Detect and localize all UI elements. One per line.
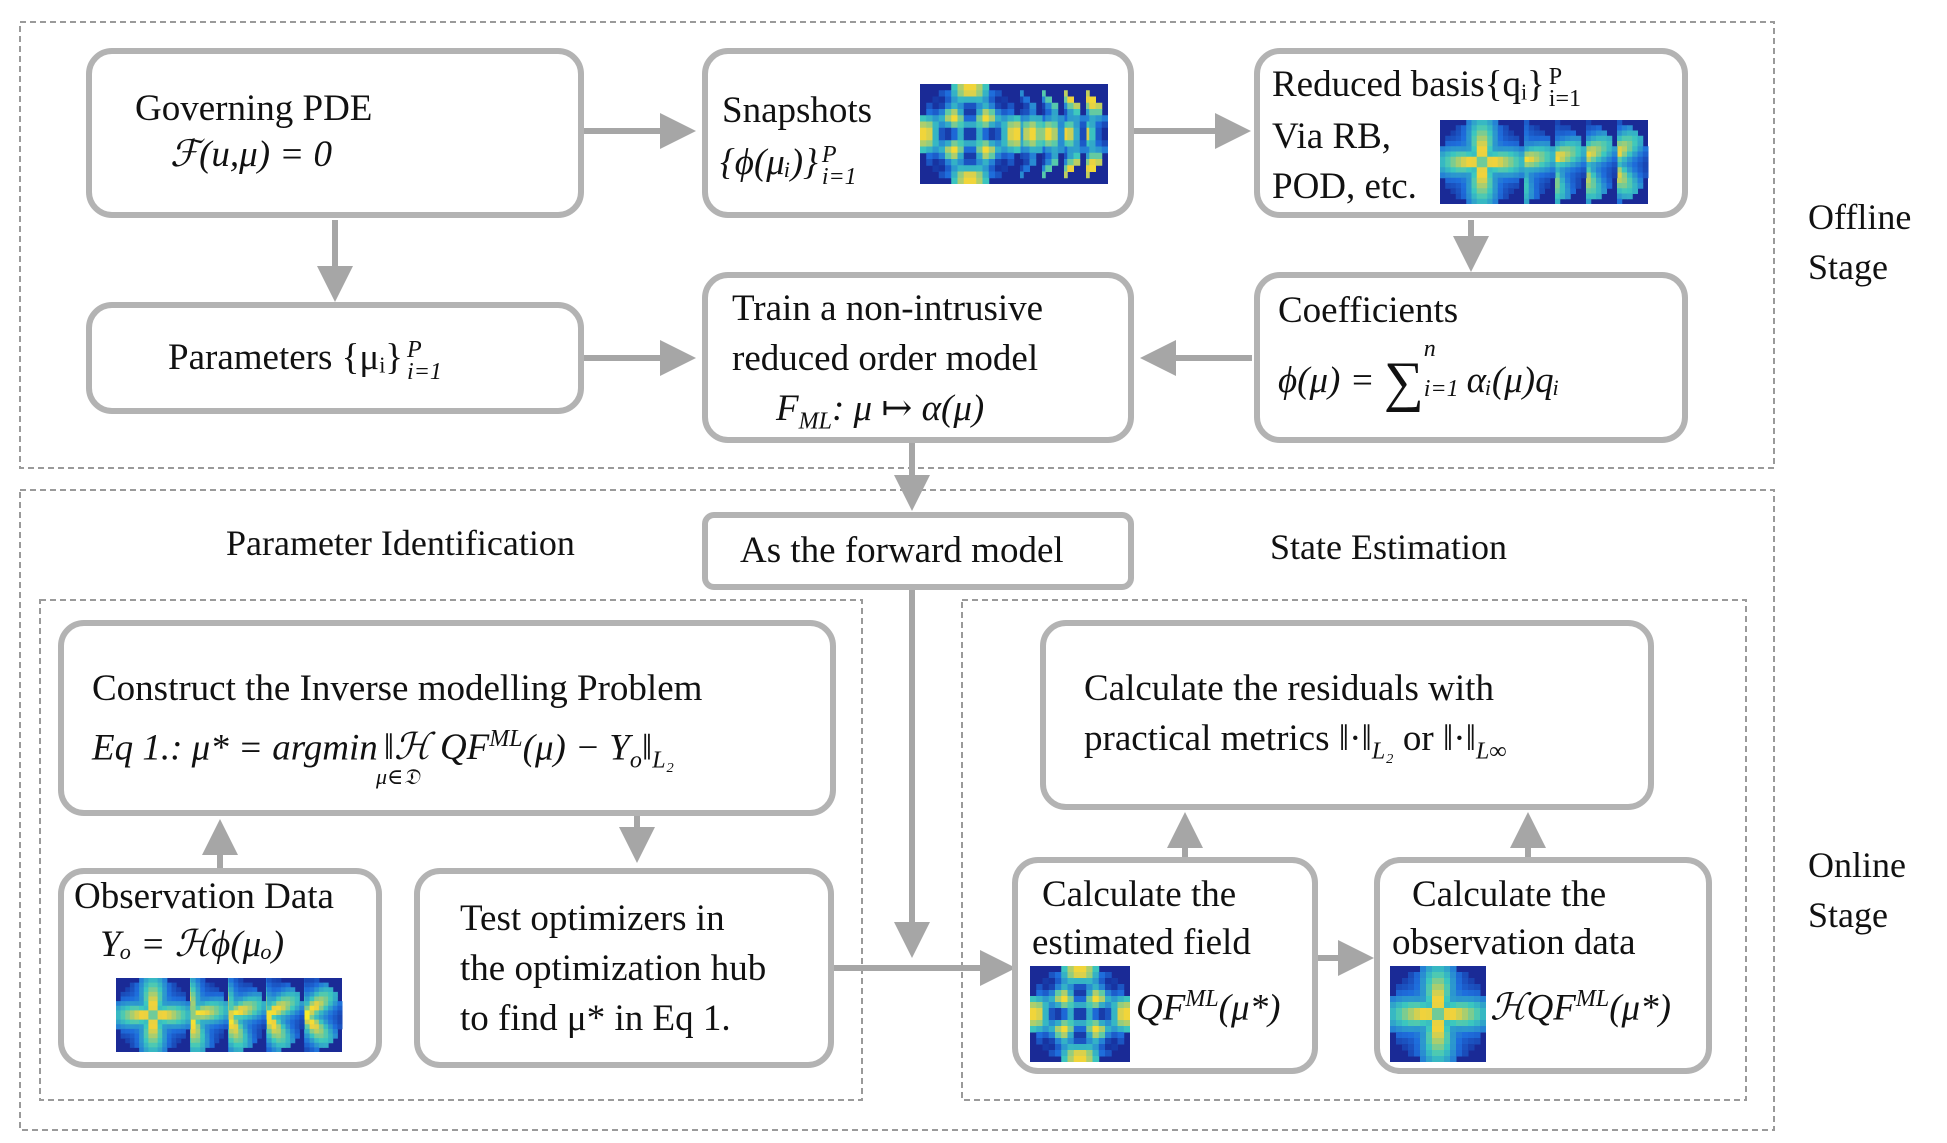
- parameters-expr: Parameters {μᵢ}: [168, 337, 404, 378]
- snapshots-set-sup: P: [821, 141, 837, 168]
- forward-model-box: [702, 512, 1134, 590]
- estimated-field-line1: Calculate the: [1042, 874, 1237, 915]
- online-stage-region: [19, 489, 1775, 1131]
- reduced-basis-sup: P: [1548, 63, 1563, 90]
- observation-calc-hqf: ℋQF: [1490, 987, 1576, 1029]
- governing-pde-equation: ℱ(u,μ) = 0: [170, 134, 333, 175]
- test-optimizers-line1: Test optimizers in: [460, 898, 725, 939]
- offline-stage-line1: Offline: [1808, 197, 1912, 237]
- governing-pde-title: Governing PDE: [135, 88, 373, 129]
- coefficients-sum: ∑: [1383, 351, 1424, 413]
- governing-pde-box: [86, 48, 584, 218]
- test-optimizers-box: [414, 868, 834, 1068]
- estimated-field-qf: QF: [1136, 987, 1186, 1029]
- snapshots-set-expr: {ϕ(μᵢ)}: [720, 142, 818, 183]
- coefficients-lhs: ϕ(μ) =: [1278, 360, 1384, 401]
- inverse-argmin-domain: μ∈𝔇: [376, 764, 420, 789]
- residuals-box: [1040, 620, 1654, 810]
- reduced-basis-via: Via RB,: [1272, 116, 1392, 157]
- inverse-l2-sub: L₂: [652, 747, 674, 774]
- estimated-field-line2: estimated field: [1032, 922, 1251, 963]
- observation-data-equation: Yₒ = ℋϕ(μₒ): [100, 924, 285, 965]
- residuals-l2-sub: L₂: [1371, 738, 1394, 765]
- snapshots-title: Snapshots: [722, 90, 873, 131]
- inverse-problem-box: [58, 620, 836, 816]
- coefficients-title: Coefficients: [1278, 290, 1459, 331]
- reduced-basis-methods: POD, etc.: [1272, 166, 1417, 207]
- train-rom-f: F: [776, 388, 799, 429]
- observation-data-title: Observation Data: [74, 876, 334, 917]
- coefficients-sup: n: [1423, 335, 1436, 362]
- train-rom-map: : μ ↦ α(μ): [831, 388, 985, 429]
- state-estimation-title: State Estimation: [1270, 527, 1507, 567]
- train-rom-box: [702, 272, 1134, 443]
- estimated-field-ml: ML: [1185, 986, 1219, 1012]
- test-optimizers-line2: the optimization hub: [460, 948, 767, 989]
- train-rom-line2: reduced order model: [732, 338, 1039, 379]
- inverse-mid: (μ) − Y: [522, 727, 630, 769]
- inverse-norm-open: ‖ℋ QF: [383, 727, 490, 769]
- estimated-field-expr: QFML(μ*): [1136, 974, 1280, 1033]
- parameter-identification-region: [39, 599, 863, 1101]
- residuals-line1: Calculate the residuals with: [1084, 668, 1494, 709]
- parameters-box: [86, 302, 584, 414]
- inverse-norm-close: ‖: [641, 727, 653, 769]
- coefficients-rhs: αᵢ(μ)qᵢ: [1466, 360, 1560, 401]
- estimated-field-heatmap: [1030, 966, 1130, 1062]
- inverse-problem-equation: Eq 1.: μ* = argmin‖ℋ QFML(μ) − Yo‖L₂: [92, 714, 674, 786]
- residuals-linf-sub: L∞: [1475, 738, 1507, 765]
- train-rom-ml-sub: ML: [798, 408, 832, 435]
- inverse-o-sub: o: [629, 747, 642, 774]
- inverse-argmin: Eq 1.: μ* = argmin: [92, 727, 378, 769]
- residuals-metric-label: practical metrics ‖·‖: [1084, 718, 1372, 759]
- forward-model-label: As the forward model: [740, 530, 1064, 571]
- residuals-line2: practical metrics ‖·‖L₂ or ‖·‖L∞: [1084, 714, 1506, 776]
- estimated-field-arg: (μ*): [1218, 987, 1281, 1029]
- coefficients-sub: i=1: [1423, 375, 1459, 402]
- train-rom-mapping: FML: μ ↦ α(μ): [776, 384, 984, 446]
- snapshots-heatmap-stack: [920, 84, 1108, 184]
- observation-calc-line2: observation data: [1392, 922, 1636, 963]
- observation-calc-line1: Calculate the: [1412, 874, 1607, 915]
- online-stage-line2: Stage: [1808, 895, 1888, 935]
- train-rom-line1: Train a non-intrusive: [732, 288, 1044, 329]
- coefficients-box: [1254, 272, 1688, 443]
- offline-stage-line2: Stage: [1808, 247, 1888, 287]
- reduced-basis-sub: i=1: [1548, 85, 1581, 112]
- online-stage-line1: Online: [1808, 845, 1906, 885]
- observation-calc-ml: ML: [1575, 986, 1610, 1012]
- parameters-sub: i=1: [407, 358, 442, 385]
- test-optimizers-line3: to find μ* in Eq 1.: [460, 998, 731, 1039]
- inverse-problem-line1: Construct the Inverse modelling Problem: [92, 668, 703, 709]
- observation-calc-arg: (μ*): [1609, 987, 1671, 1029]
- inverse-ml-sup: ML: [489, 726, 523, 752]
- residuals-or: or ‖·‖: [1393, 718, 1476, 759]
- observation-calc-heatmap: [1390, 966, 1486, 1062]
- snapshots-set-sub: i=1: [821, 163, 857, 190]
- state-estimation-region: [961, 599, 1747, 1101]
- observation-heatmap-stack: [116, 978, 343, 1052]
- observation-calc-expr: ℋQFML(μ*): [1490, 974, 1671, 1033]
- parameter-identification-title: Parameter Identification: [226, 523, 575, 563]
- coefficients-equation: ϕ(μ) = ∑n i=1 αᵢ(μ)qᵢ: [1278, 336, 1560, 410]
- reduced-basis-heatmap-stack: [1440, 120, 1649, 204]
- parameters-sup: P: [407, 336, 422, 363]
- reduced-basis-label: Reduced basis{qᵢ}: [1272, 64, 1545, 105]
